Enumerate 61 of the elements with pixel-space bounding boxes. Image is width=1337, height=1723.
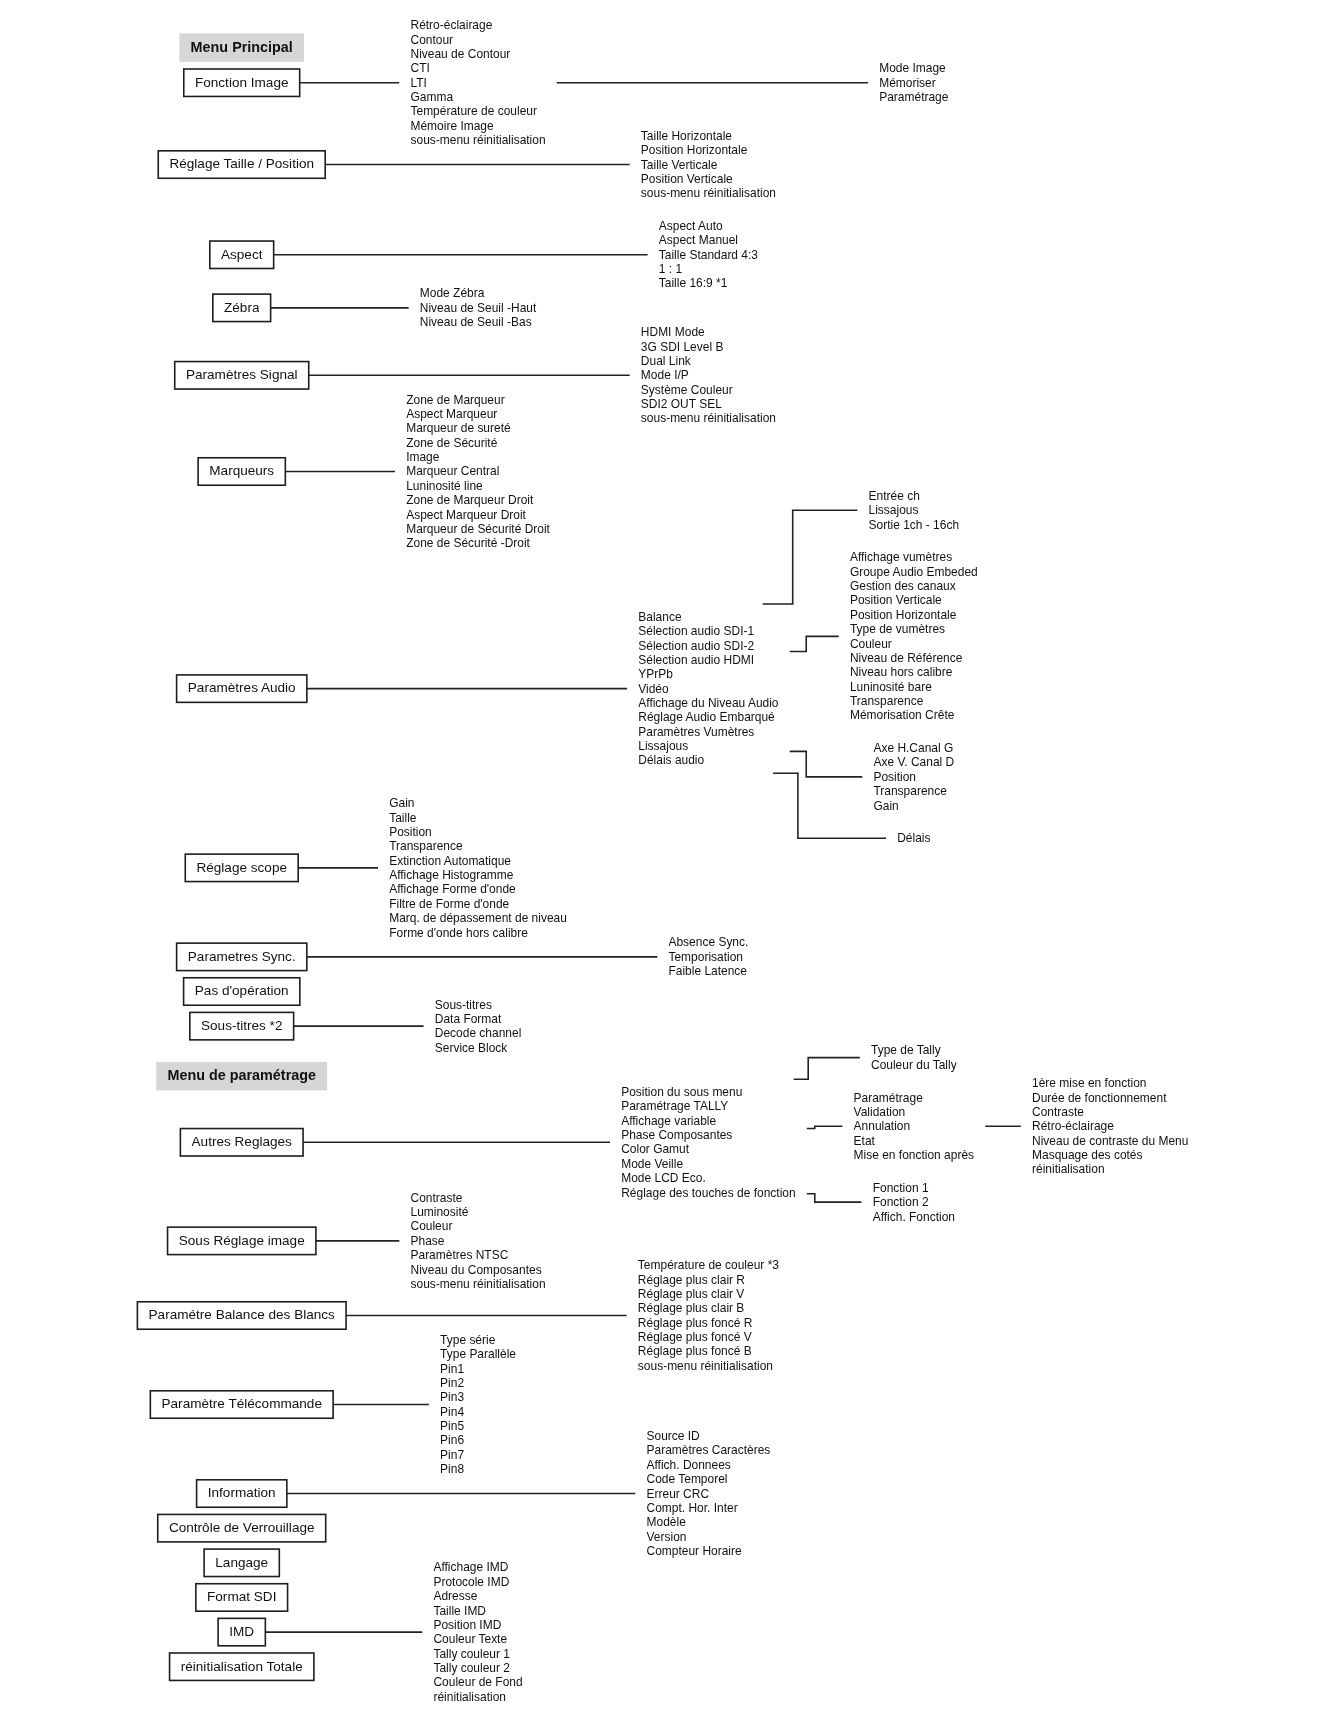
connector (761, 509, 859, 605)
node-text: Mode Image Mémoriser Paramétrage (879, 61, 949, 104)
node-box: Réglage scope (184, 853, 299, 883)
node-text: Aspect Auto Aspect Manuel Taille Standard 4:3 1 : 1 Taille 16:9 *1 (658, 218, 758, 290)
node-text: Gain Taille Position Transparence Extinction Automatique Affichage Histogramme Affichage Forme d'onde Filtre de Forme d'onde Marq. de dépassement de niveau Forme d'onde hors calibre (389, 796, 567, 939)
node-text: Température de couleur *3 Réglage plus clair R Réglage plus clair V Réglage plus clair B Réglage plus foncé R Réglage plus foncé V Réglage plus foncé B sous-menu réinitialisation (637, 1258, 779, 1373)
node-text: Contraste Luminosité Couleur Phase Paramètres NTSC Niveau du Composantes sous-menu réinitialisation (410, 1190, 546, 1291)
node-text: Délais (897, 831, 931, 845)
node-text: 1ère mise en fonction Durée de fonctionnement Contraste Rétro-éclairage Niveau de contraste du Menu Masquage des cotés réinitialisation (1032, 1076, 1189, 1176)
node-box: Zébra (212, 293, 272, 323)
node-text: Axe H.Canal G Axe V. Canal D Position Transparence Gain (873, 740, 955, 812)
node-text: Paramétrage Validation Annulation Etat Mise en fonction après (853, 1090, 975, 1162)
node-text: Entrée ch Lissajous Sortie 1ch - 16ch (868, 488, 960, 531)
node-text: Affichage vumètres Groupe Audio Embeded Gestion des canaux Position Verticale Position Horizontale Type de vumètres Couleur Niveau de Référence Niveau hors calibre Luninosité bare Transparence Mémorisation Crête (849, 550, 978, 722)
node-box: Paramètres Audio (175, 674, 308, 704)
connector (806, 1125, 844, 1130)
node-box: IMD (217, 1617, 267, 1647)
node-box: Sous-titres *2 (189, 1011, 295, 1041)
node-text: Balance Sélection audio SDI-1 Sélection audio SDI-2 Sélection audio HDMI YPrPb Vidéo Affichage du Niveau Audio Réglage Audio Embarqué Paramètres Vumètres Lissajous Délais audio (638, 609, 779, 767)
node-box: Contrôle de Verrouillage (156, 1513, 327, 1543)
node-box: Pas d'opération (182, 976, 301, 1006)
connector (806, 1193, 863, 1203)
node-text: Source ID Paramètres Caractères Affich. Donnees Code Temporel Erreur CRC Compt. Hor. Inter Modèle Version Compteur Horaire (646, 1428, 771, 1558)
node-box: Format SDI (195, 1582, 289, 1612)
node-text: Type de Tally Couleur du Tally (870, 1043, 957, 1072)
node-text: Type série Type Parallèle Pin1 Pin2 Pin3 Pin4 Pin5 Pin6 Pin7 Pin8 (440, 1332, 516, 1476)
connector (306, 956, 659, 958)
node-text: Sous-titres Data Format Decode channel Service Block (434, 997, 522, 1055)
connector (555, 81, 869, 84)
node-text: Mode Zébra Niveau de Seuil -Haut Niveau de Seuil -Bas (419, 286, 537, 329)
node-text: Absence Sync. Temporisation Faible Latence (668, 935, 749, 978)
node-box: Réglage Taille / Position (157, 150, 326, 180)
node-box: Information (195, 1479, 288, 1509)
node-text: Fonction 1 Fonction 2 Affich. Fonction (872, 1180, 955, 1223)
connector (772, 772, 887, 840)
node-box: Langage (203, 1548, 281, 1578)
node-box: Paramètre Télécommande (149, 1390, 334, 1420)
node-box: réinitialisation Totale (168, 1652, 315, 1682)
node-box: Fonction Image (182, 68, 301, 98)
node-box: Parametres Sync. (175, 942, 308, 972)
node-text: Position du sous menu Paramétrage TALLY Affichage variable Phase Composantes Color Gamut Mode Veille Mode LCD Eco. Réglage des touches de fonction (621, 1084, 796, 1199)
node-text: Taille Horizontale Position Horizontale Taille Verticale Position Verticale sous-menu réinitialisation (640, 128, 776, 200)
node-box: Menu Principal (179, 33, 304, 62)
connector (788, 635, 840, 653)
node-text: Rétro-éclairage Contour Niveau de Contour CTI LTI Gamma Température de couleur Mémoire Image sous-menu réinitialisation (410, 18, 546, 147)
node-box: Marqueurs (197, 456, 287, 487)
connector (984, 1125, 1022, 1128)
node-box: Aspect (209, 240, 275, 270)
connector (788, 750, 864, 778)
node-text: HDMI Mode 3G SDI Level B Dual Link Mode I/P Système Couleur SDI2 OUT SEL sous-menu réinitialisation (640, 325, 776, 425)
connector (286, 1492, 637, 1495)
connector (792, 1056, 861, 1080)
node-box: Paramétre Balance des Blancs (136, 1301, 347, 1331)
connector (306, 687, 628, 690)
node-box: Menu de paramétrage (156, 1062, 328, 1091)
node-text: Zone de Marqueur Aspect Marqueur Marqueur de sureté Zone de Sécurité Image Marqueur Central Luninosité line Zone de Marqueur Droit Aspect Marqueur Droit Marqueur de Sécurité Droit Zone de Sécurité -Droit (406, 392, 550, 550)
node-box: Autres Reglages (179, 1127, 304, 1157)
node-box: Paramètres Signal (173, 360, 310, 390)
node-box: Sous Réglage image (166, 1226, 317, 1256)
node-text: Affichage IMD Protocole IMD Adresse Taille IMD Position IMD Couleur Texte Tally couleur 1 Tally couleur 2 Couleur de Fond réinitialisation (433, 1560, 523, 1704)
connector (315, 1240, 401, 1242)
